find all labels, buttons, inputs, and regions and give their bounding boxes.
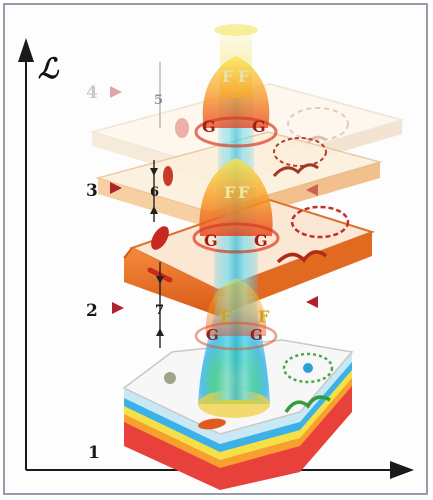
letter-f: F <box>222 67 234 86</box>
level-4-marker <box>110 86 122 98</box>
level-2-marker <box>112 302 124 314</box>
y-axis-arrowhead <box>18 38 34 62</box>
level-2-label: 2 <box>86 301 98 321</box>
level-1-label: 1 <box>88 443 100 463</box>
letter-g: G <box>254 231 268 250</box>
gap-6-label: 6 <box>150 185 159 200</box>
letter-g: G <box>250 326 263 344</box>
level-2-right-marker <box>306 296 318 308</box>
x-axis-arrowhead <box>390 461 414 479</box>
letter-f: F <box>238 67 250 86</box>
letter-f: F <box>258 307 270 326</box>
letter-f: F <box>220 307 232 326</box>
level-4-label: 4 <box>86 83 98 103</box>
letter-g: G <box>204 231 218 250</box>
letter-g: G <box>206 326 219 344</box>
letter-f: F <box>238 183 250 202</box>
y-axis-symbol: ℒ <box>38 52 60 85</box>
gap-7-label: 7 <box>155 303 164 318</box>
level-3-label: 3 <box>86 181 98 201</box>
gap-5-label: 5 <box>154 93 163 108</box>
letter-f: F <box>224 183 236 202</box>
letter-g: G <box>202 117 216 136</box>
letter-g: G <box>252 117 266 136</box>
